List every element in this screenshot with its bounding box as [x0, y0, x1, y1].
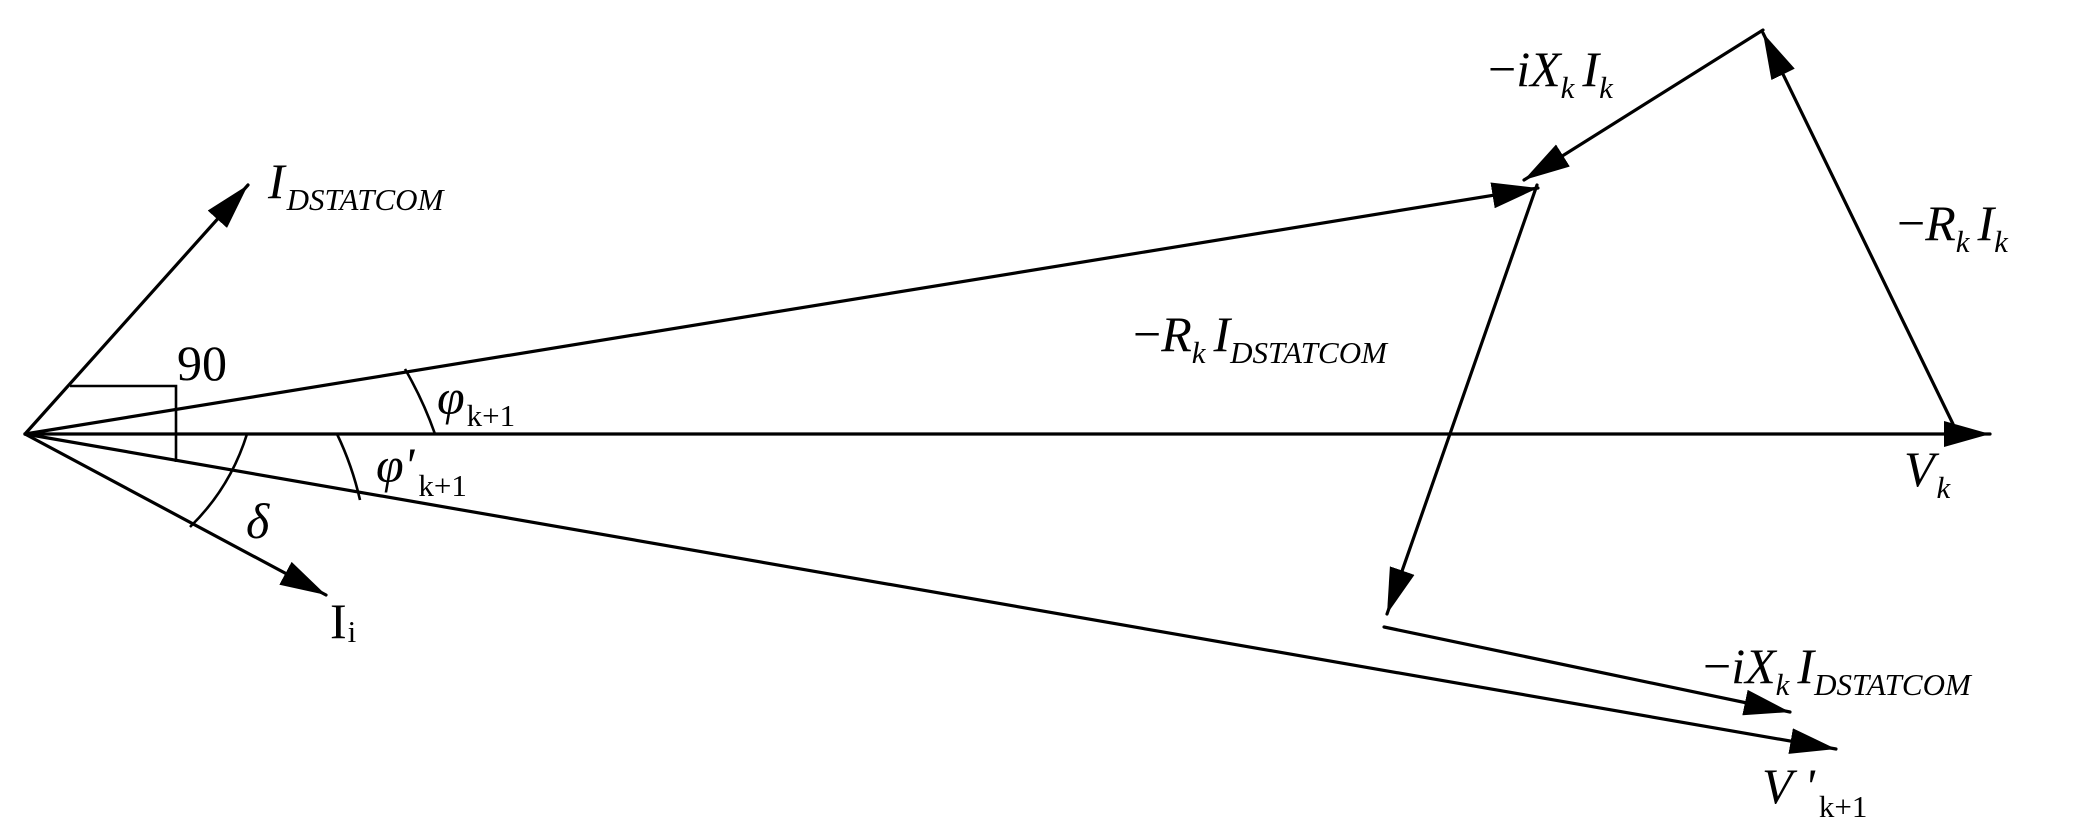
v-k1-upper-vector	[23, 182, 1540, 436]
label-i-dstatcom: IDSTATCOM	[267, 153, 446, 217]
label-vprime-k1: V 'k+1	[1762, 758, 1867, 824]
label-phi-k1: φk+1	[437, 369, 515, 433]
neg-rk-ik-vector	[1761, 31, 1955, 426]
label-right-angle: 90	[177, 335, 227, 391]
neg-ixk-ik-vector	[1522, 28, 1765, 182]
label-phi-prime-k1: φ'k+1	[376, 437, 467, 503]
right-angle-marker	[70, 384, 178, 462]
label-ii: Ii	[330, 593, 357, 649]
ii-current-vector	[23, 432, 328, 597]
delta-arc	[189, 433, 249, 528]
phi-prime-k1-arc	[335, 433, 362, 501]
i-dstatcom-vector	[23, 183, 250, 436]
neg-ixk-idstatcom-vector	[1382, 625, 1792, 716]
label-delta: δ	[246, 493, 270, 549]
vprime-k1-vector	[23, 432, 1838, 754]
neg-rk-idstatcom-vector	[1385, 183, 1539, 616]
label-vk: Vk	[1904, 441, 1952, 505]
phi-k1-arc	[403, 368, 437, 435]
